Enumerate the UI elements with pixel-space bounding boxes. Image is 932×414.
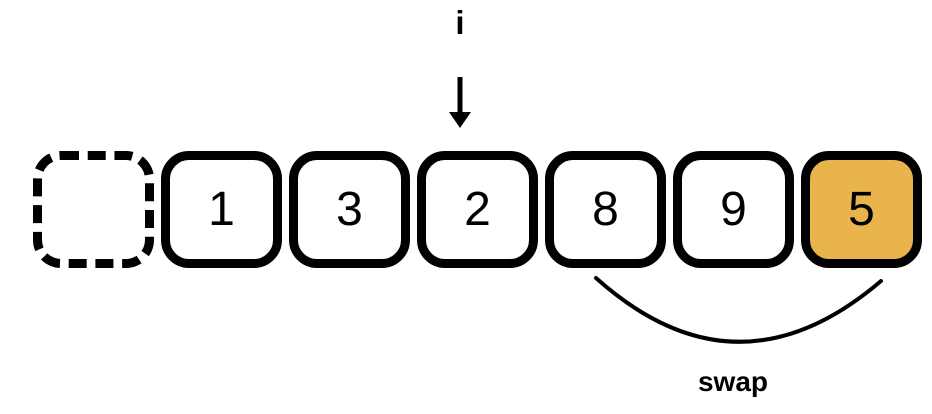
array-cell-9: 9 [673, 151, 794, 268]
array-cell-5-highlighted: 5 [801, 151, 922, 268]
array-cell-1: 1 [161, 151, 282, 268]
array-cell-2-pointed: 2 [417, 151, 538, 268]
array-cell-3: 3 [289, 151, 410, 268]
array-row: 1 3 2 8 9 5 [33, 151, 922, 268]
index-pointer-label: i [455, 4, 465, 41]
array-cell-8-swap-source: 8 [545, 151, 666, 268]
swap-arc [594, 276, 883, 344]
down-arrow-icon [449, 77, 471, 128]
swap-label: swap [697, 366, 769, 397]
array-cell-placeholder [33, 151, 154, 268]
